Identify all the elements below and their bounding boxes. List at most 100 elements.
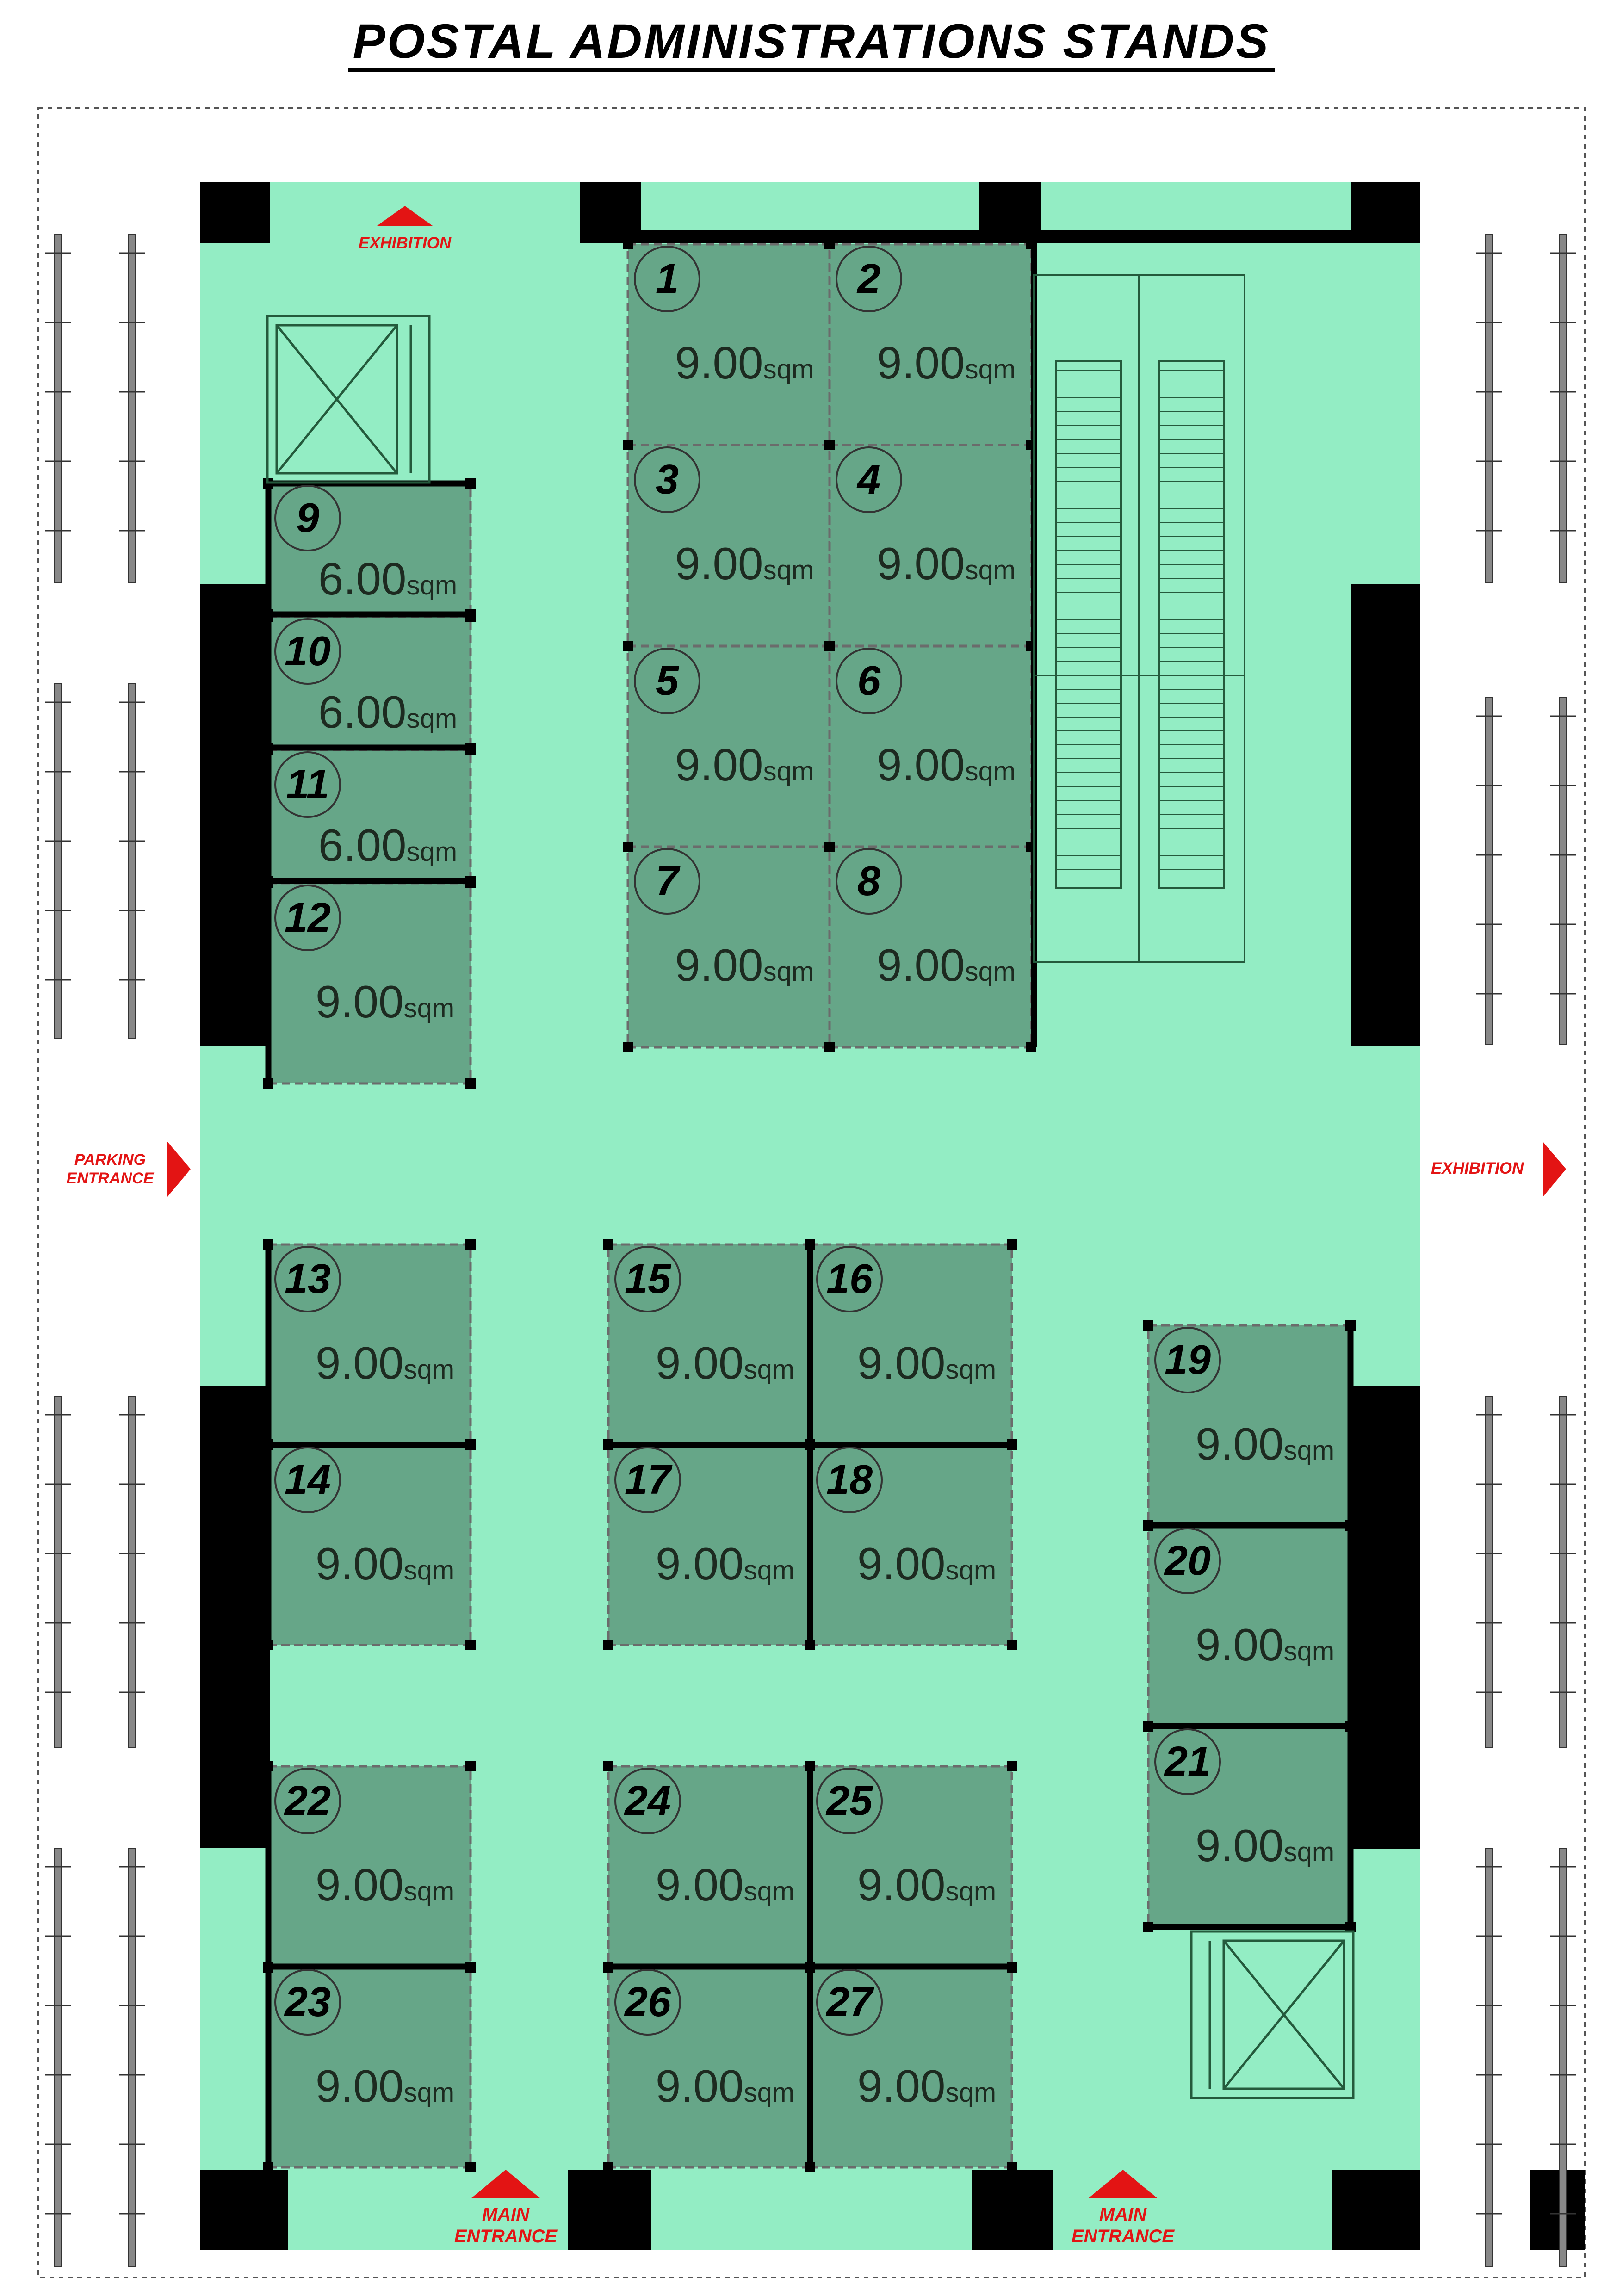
parking-bar <box>128 1396 136 1748</box>
stand-area: 9.00sqm <box>656 1859 794 1910</box>
stand-number-circle <box>274 751 341 818</box>
stand-11[interactable] <box>263 745 476 886</box>
right-wall <box>1351 584 1420 1046</box>
stand-number-circle <box>634 848 700 915</box>
stand-block[interactable] <box>809 1966 1013 2169</box>
stand-block[interactable] <box>267 749 472 882</box>
parking-bar <box>128 1848 136 2267</box>
stand-7[interactable] <box>623 842 835 1052</box>
parking-bar <box>1485 1848 1493 2267</box>
stand-number-circle <box>836 648 902 714</box>
stand-block[interactable] <box>626 444 831 647</box>
stand-block[interactable] <box>626 845 831 1049</box>
stand-block[interactable] <box>267 1765 472 1968</box>
stand-8[interactable] <box>824 842 1036 1052</box>
stand-corner-post <box>603 1640 613 1650</box>
stand-block[interactable] <box>607 1444 812 1646</box>
stand-area: 9.00sqm <box>316 976 454 1027</box>
stand-16[interactable] <box>805 1239 1017 1449</box>
stand-area: 9.00sqm <box>675 940 814 990</box>
stand-number: 20 <box>1164 1538 1211 1584</box>
main-entrance-left-line2: ENTRANCE <box>454 2226 558 2246</box>
stand-block[interactable] <box>267 1243 472 1446</box>
parking-bar <box>54 683 62 1039</box>
stand-14[interactable] <box>263 1440 476 1650</box>
stand-area: 6.00sqm <box>318 687 457 737</box>
stand-block[interactable] <box>828 845 1033 1049</box>
stand-corner-post <box>623 440 633 450</box>
main-entrance-right-sign[interactable]: MAIN ENTRANCE <box>1072 2170 1175 2246</box>
stand-corner-post <box>623 842 633 852</box>
arrow-up-icon <box>471 2170 540 2198</box>
stand-corner-post <box>623 1042 633 1052</box>
stand-block[interactable] <box>1147 1324 1352 1527</box>
stand-19[interactable] <box>1143 1320 1356 1530</box>
stand-corner-post <box>824 1042 835 1052</box>
stand-area: 9.00sqm <box>857 1538 996 1589</box>
stand-block[interactable] <box>828 243 1033 446</box>
stand-area: 9.00sqm <box>877 940 1016 990</box>
stand-number-circle <box>1154 1728 1221 1795</box>
stand-10[interactable] <box>263 612 476 753</box>
stand-area: 9.00sqm <box>656 1337 794 1388</box>
stand-area: 9.00sqm <box>877 739 1016 790</box>
stand-area: 9.00sqm <box>656 1538 794 1589</box>
main-entrance-right-line2: ENTRANCE <box>1072 2226 1175 2246</box>
stand-corner-post <box>824 440 835 450</box>
exhibition-top-sign[interactable]: EXHIBITION <box>359 206 452 252</box>
stand-corner-post <box>824 842 835 852</box>
stand-number: 18 <box>826 1457 873 1503</box>
stand-number-circle <box>614 1246 681 1312</box>
stand-21[interactable] <box>1143 1722 1356 1932</box>
escalator-steps <box>1056 370 1224 870</box>
stand-block[interactable] <box>809 1765 1013 1968</box>
stand-block[interactable] <box>1147 1525 1352 1727</box>
stand-6[interactable] <box>824 641 1036 852</box>
parking-bar <box>1559 234 1567 583</box>
stand-27[interactable] <box>805 1962 1017 2172</box>
parking-entrance-sign[interactable]: PARKING ENTRANCE <box>67 1142 191 1197</box>
stand-area: 9.00sqm <box>316 1337 454 1388</box>
stand-area: 9.00sqm <box>877 337 1016 388</box>
parking-bar <box>54 1396 62 1748</box>
lift-top <box>266 315 431 484</box>
page-title-text: POSTAL ADMINISTRATIONS STANDS <box>348 14 1275 72</box>
stand-corner-post <box>465 1239 476 1250</box>
stand-area: 9.00sqm <box>857 1859 996 1910</box>
exhibition-right-label: EXHIBITION <box>1431 1159 1524 1177</box>
stand-number: 5 <box>656 658 680 704</box>
stand-number: 3 <box>656 457 679 503</box>
stand-block[interactable] <box>1147 1726 1352 1928</box>
left-wall <box>200 584 270 1046</box>
corner-column <box>1332 2170 1420 2250</box>
stand-number: 15 <box>625 1256 672 1302</box>
stand-block[interactable] <box>828 645 1033 848</box>
main-entrance-left-line1: MAIN <box>482 2204 530 2225</box>
parking-bar <box>1559 1396 1567 1748</box>
stand-number-circle <box>274 1768 341 1834</box>
parking-bar <box>128 683 136 1039</box>
stand-4[interactable] <box>824 440 1036 651</box>
exhibition-right-sign[interactable]: EXHIBITION <box>1431 1142 1566 1197</box>
lift-cross <box>1223 1940 1345 2090</box>
stand-number-circle <box>274 1447 341 1513</box>
stand-area: 9.00sqm <box>316 1859 454 1910</box>
stand-block[interactable] <box>267 1444 472 1646</box>
corner-column <box>200 2170 288 2250</box>
stand-block[interactable] <box>267 1966 472 2169</box>
stand-25[interactable] <box>805 1761 1017 1972</box>
stand-number-circle <box>1154 1528 1221 1594</box>
stand-block[interactable] <box>828 444 1033 647</box>
stand-2[interactable] <box>824 239 1036 450</box>
stand-corner-post <box>1007 1640 1017 1650</box>
stand-number: 21 <box>1164 1739 1211 1785</box>
stand-block[interactable] <box>809 1444 1013 1646</box>
stand-block[interactable] <box>809 1243 1013 1446</box>
stand-18[interactable] <box>805 1440 1017 1650</box>
stand-3[interactable] <box>623 440 835 651</box>
main-entrance-left-sign[interactable]: MAIN ENTRANCE <box>454 2170 558 2246</box>
stand-number-circle <box>274 485 341 551</box>
stand-22[interactable] <box>263 1761 476 1972</box>
stand-area: 6.00sqm <box>318 553 457 604</box>
left-wall <box>200 1386 270 1848</box>
